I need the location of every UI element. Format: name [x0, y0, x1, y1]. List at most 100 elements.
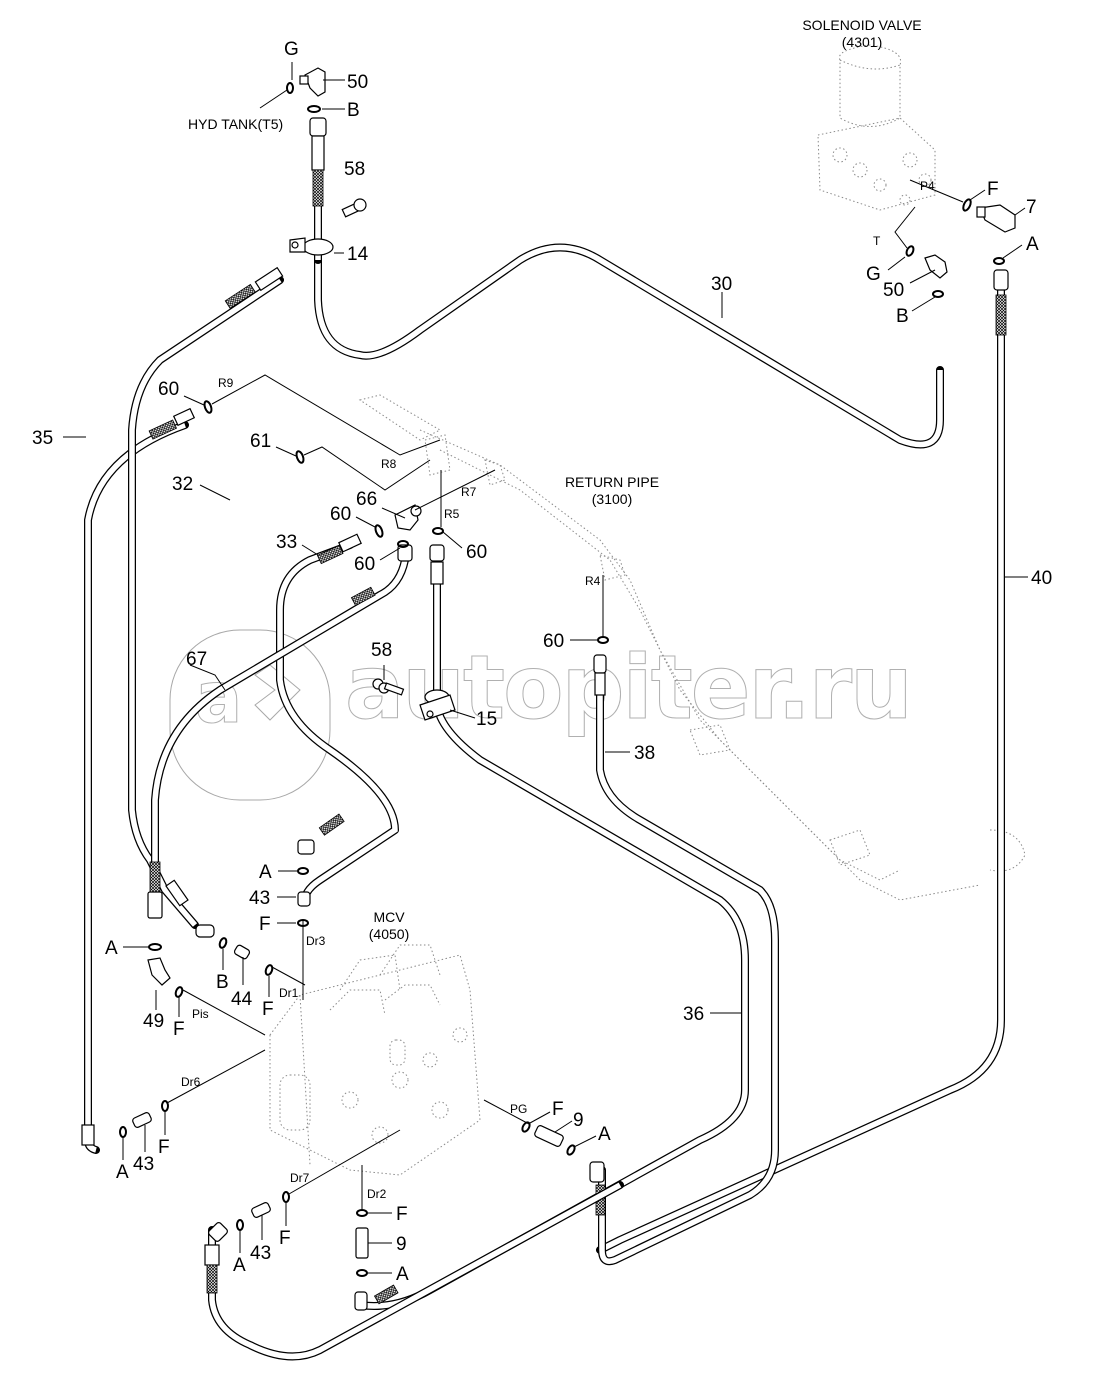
o-ring-a-sv[interactable] — [993, 257, 1005, 265]
o-ring-61-r8[interactable] — [295, 450, 305, 464]
callout-a-dr2[interactable]: A — [396, 1264, 409, 1285]
callout-f-sv[interactable]: F — [987, 179, 999, 200]
callout-15[interactable]: 15 — [476, 709, 497, 730]
callout-f-dr2[interactable]: F — [396, 1204, 408, 1225]
callout-f-dr3[interactable]: F — [259, 914, 271, 935]
adapter-44[interactable] — [233, 944, 251, 960]
clamp-14[interactable] — [289, 237, 334, 256]
port-dr3: Dr3 — [306, 934, 326, 948]
callout-a-dr6[interactable]: A — [116, 1162, 129, 1183]
check-valve-9-dr2[interactable] — [355, 1227, 369, 1259]
callout-60-r4[interactable]: 60 — [543, 631, 564, 652]
callout-a-pg[interactable]: A — [598, 1124, 611, 1145]
o-ring-b-sv[interactable] — [932, 290, 944, 298]
callout-hose-30[interactable]: 30 — [711, 274, 732, 295]
callout-60-r5[interactable]: 60 — [466, 542, 487, 563]
callout-60-tee[interactable]: 60 — [330, 504, 351, 525]
o-ring-a-dr7[interactable] — [236, 1219, 244, 1231]
callout-g-top[interactable]: G — [284, 39, 299, 60]
callout-a-dr3[interactable]: A — [259, 862, 272, 883]
callout-14[interactable]: 14 — [347, 244, 369, 265]
callout-f-dr6[interactable]: F — [158, 1137, 170, 1158]
callout-g-sv[interactable]: G — [866, 264, 881, 285]
o-ring-g-sv[interactable] — [905, 245, 915, 257]
adapter-43-dr3[interactable] — [297, 891, 311, 907]
adapter-43-dr7[interactable] — [251, 1202, 272, 1219]
callout-b-left[interactable]: B — [216, 972, 229, 993]
callout-b-top[interactable]: B — [347, 100, 360, 121]
o-ring-a-pg[interactable] — [566, 1144, 576, 1156]
callout-a-dr7[interactable]: A — [233, 1255, 246, 1276]
callout-43-dr7[interactable]: 43 — [250, 1243, 271, 1264]
check-valve-9-pg[interactable] — [534, 1125, 564, 1148]
hose-33[interactable] — [276, 533, 399, 904]
hose-40[interactable] — [596, 269, 1009, 1254]
o-ring-60-tee-lower[interactable] — [397, 540, 409, 548]
adapter-43-dr6[interactable] — [132, 1112, 153, 1129]
tee-66[interactable] — [394, 504, 422, 531]
callout-9-pg[interactable]: 9 — [573, 1110, 584, 1131]
callout-50-sv[interactable]: 50 — [883, 280, 904, 301]
callout-f-dr7[interactable]: F — [279, 1228, 291, 1249]
elbow-50-top[interactable] — [299, 67, 326, 97]
callout-60-r9[interactable]: 60 — [158, 379, 179, 400]
callout-9-dr2[interactable]: 9 — [396, 1234, 407, 1255]
callout-f-dr1[interactable]: F — [262, 999, 274, 1020]
o-ring-f-sv[interactable] — [962, 198, 973, 212]
o-ring-f-pis[interactable] — [174, 986, 184, 998]
o-ring-60-tee[interactable] — [374, 524, 384, 538]
o-ring-a-dr6[interactable] — [119, 1126, 127, 1138]
callout-hose-40[interactable]: 40 — [1031, 568, 1052, 589]
o-ring-f-dr6[interactable] — [161, 1100, 169, 1112]
hose-58-top[interactable] — [309, 117, 327, 264]
o-ring-g-top[interactable] — [286, 82, 294, 94]
hose-32[interactable] — [128, 266, 284, 938]
hose-67[interactable] — [147, 544, 413, 919]
hose-dr7-line[interactable] — [204, 1181, 624, 1361]
callout-hose-33[interactable]: 33 — [276, 532, 297, 553]
hose-30[interactable] — [314, 243, 944, 449]
callout-49[interactable]: 49 — [143, 1011, 164, 1032]
callout-43-dr6[interactable]: 43 — [133, 1154, 154, 1175]
bolt-58-mid[interactable] — [372, 678, 405, 696]
elbow-50-sv[interactable] — [924, 254, 948, 279]
callout-hose-38[interactable]: 38 — [634, 743, 655, 764]
o-ring-b-left[interactable] — [218, 937, 228, 949]
callout-44[interactable]: 44 — [231, 989, 253, 1010]
elbow-49[interactable] — [147, 957, 171, 986]
callout-61-r8[interactable]: 61 — [250, 431, 271, 452]
callout-43-dr3[interactable]: 43 — [249, 888, 270, 909]
callout-f-pis[interactable]: F — [173, 1019, 185, 1040]
port-dr1: Dr1 — [279, 986, 299, 1000]
bolt-58-top[interactable] — [341, 198, 367, 218]
callout-hose-36[interactable]: 36 — [683, 1004, 704, 1025]
o-ring-f-dr2[interactable] — [356, 1209, 368, 1217]
callout-60-tee-lower[interactable]: 60 — [354, 554, 375, 575]
o-ring-f-pg[interactable] — [521, 1121, 531, 1133]
callout-a-sv[interactable]: A — [1026, 234, 1039, 255]
callout-b-sv[interactable]: B — [896, 306, 909, 327]
o-ring-a-dr3[interactable] — [297, 867, 309, 875]
hose-35[interactable] — [81, 407, 196, 1154]
callout-hose-32[interactable]: 32 — [172, 474, 193, 495]
o-ring-a-left[interactable] — [148, 943, 162, 951]
elbow-7[interactable] — [976, 204, 1016, 233]
callout-58-mid[interactable]: 58 — [371, 640, 392, 661]
callout-66[interactable]: 66 — [356, 489, 377, 510]
mcv-ghost — [269, 944, 481, 1176]
o-ring-f-dr1[interactable] — [264, 964, 274, 976]
callout-hose-67[interactable]: 67 — [186, 649, 207, 670]
callout-f-pg[interactable]: F — [552, 1099, 564, 1120]
clamp-15[interactable] — [419, 689, 456, 721]
callout-58-top[interactable]: 58 — [344, 159, 365, 180]
callout-50-top[interactable]: 50 — [347, 72, 368, 93]
o-ring-60-r5[interactable] — [432, 527, 444, 535]
callout-a-left[interactable]: A — [105, 938, 118, 959]
o-ring-60-r9[interactable] — [203, 400, 213, 414]
o-ring-f-dr7[interactable] — [282, 1191, 290, 1203]
callout-7[interactable]: 7 — [1026, 197, 1037, 218]
o-ring-b-top[interactable] — [307, 105, 321, 113]
o-ring-a-dr2[interactable] — [356, 1269, 368, 1277]
callout-hose-35[interactable]: 35 — [32, 428, 53, 449]
watermark-logo-arrow-icon — [254, 664, 301, 721]
